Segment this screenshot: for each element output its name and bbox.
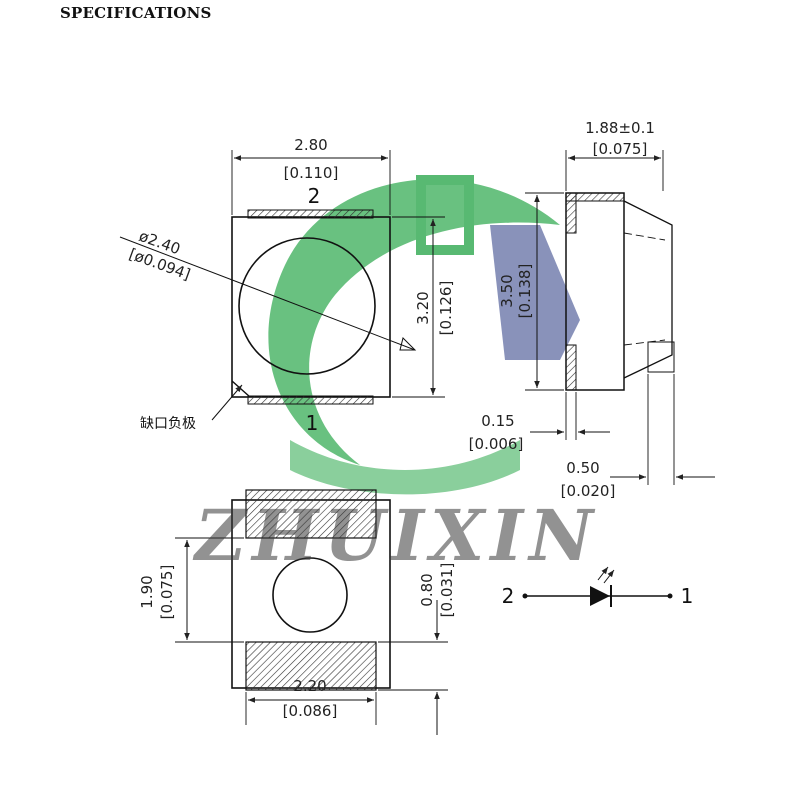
- watermark-green-box: [416, 175, 474, 255]
- width-value-inch: [0.110]: [284, 164, 339, 182]
- gap-value-inch: [0.006]: [469, 435, 524, 453]
- side-height-value-inch: [0.138]: [516, 264, 534, 319]
- gap-value: 0.15: [481, 412, 514, 430]
- bottom-view: 1.90 [0.075] 0.80 [0.031] 2.20 [0.086]: [138, 489, 456, 735]
- cathode-label: 1: [681, 584, 694, 608]
- page-title: SPECIFICATIONS: [60, 4, 212, 22]
- thickness-value-inch: [0.075]: [593, 140, 648, 158]
- lens-leader: [119, 236, 416, 351]
- lens-circle: [238, 237, 376, 375]
- thermal-pad-circle: [272, 557, 348, 633]
- bottom-bottom-pad: [245, 641, 377, 691]
- side-height-value: 3.50: [498, 274, 516, 307]
- height-value-inch: [0.126]: [437, 281, 455, 336]
- width-value: 2.80: [294, 136, 327, 154]
- pad-width-value-inch: [0.086]: [283, 702, 338, 720]
- bottom-top-pad: [245, 489, 377, 539]
- lens-leader-tip: [399, 337, 417, 351]
- anode-label: 2: [502, 584, 515, 608]
- side-lead-tab: [647, 341, 675, 373]
- pad-gap-value-inch: [0.075]: [158, 565, 176, 620]
- watermark-green-swoosh: [268, 179, 560, 465]
- cathode-note: 缺口负极: [140, 416, 196, 432]
- height-value: 3.20: [414, 291, 432, 324]
- pad-gap-value: 1.90: [138, 575, 156, 608]
- notch-leader: [211, 384, 243, 421]
- thickness-value: 1.88±0.1: [585, 119, 655, 137]
- lead-value: 0.50: [566, 459, 599, 477]
- side-bottom-lead: [565, 344, 577, 391]
- pad-len-value-inch: [0.031]: [438, 563, 456, 618]
- pin-2-label: 2: [308, 184, 321, 208]
- bottom-lead-pad: [247, 395, 374, 405]
- diode-triangle: [590, 586, 610, 606]
- watermark-green-lower: [290, 440, 520, 495]
- watermark-logo: [268, 175, 580, 495]
- side-top-cap: [565, 192, 625, 202]
- lead-value-inch: [0.020]: [561, 482, 616, 500]
- pad-width-value: 2.20: [293, 677, 326, 695]
- pin-1-label: 1: [306, 411, 319, 435]
- top-lead-pad: [247, 209, 374, 219]
- cathode-notch: [231, 380, 251, 398]
- side-view: 1.88±0.1 [0.075] 3.50 [0.138] 0.15 [0.00…: [469, 119, 715, 500]
- watermark-text: ZHUIXIN: [192, 494, 599, 577]
- led-symbol: 2 1: [502, 566, 694, 608]
- pad-len-value: 0.80: [418, 573, 436, 606]
